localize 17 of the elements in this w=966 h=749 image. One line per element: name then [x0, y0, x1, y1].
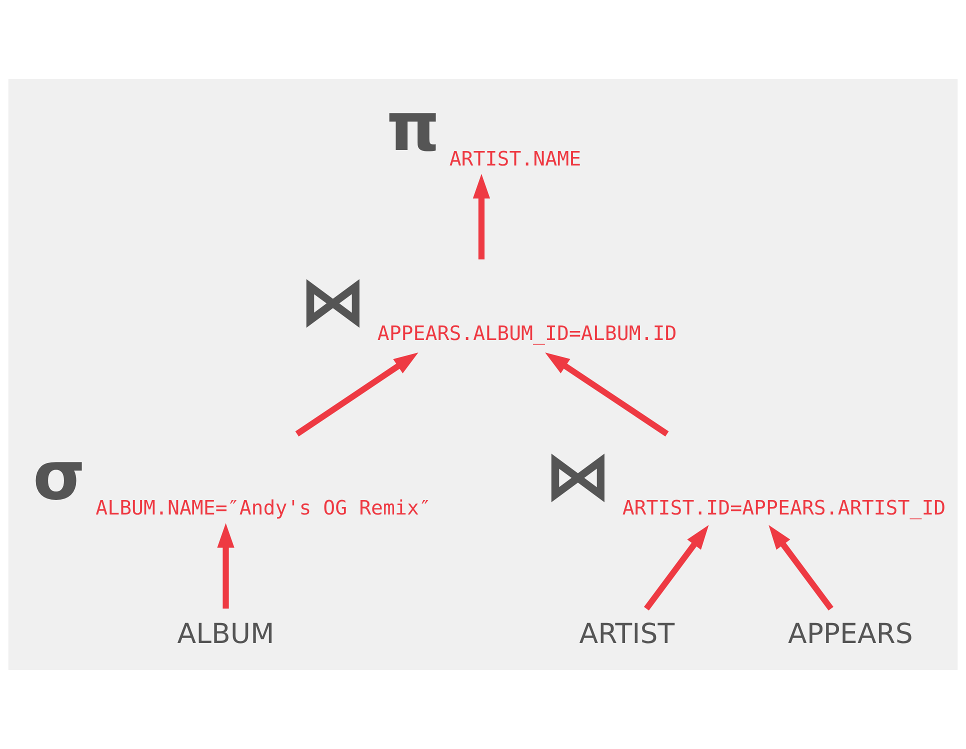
- node-text: σ: [32, 436, 86, 515]
- arrow: [768, 524, 834, 610]
- node-label: ARTIST.ID=APPEARS.ARTIST_ID: [622, 496, 946, 520]
- arrow: [472, 174, 490, 260]
- node-label: ALBUM.NAME=″Andy's OG Remix″: [96, 496, 431, 520]
- node-text: ARTIST: [579, 618, 675, 650]
- node-text: ALBUM: [177, 618, 274, 650]
- arrow: [217, 523, 234, 609]
- node-label: ARTIST.NAME: [449, 147, 582, 170]
- arrow: [545, 352, 669, 436]
- arrow: [295, 352, 418, 436]
- node-label: APPEARS.ALBUM_ID=ALBUM.ID: [377, 322, 677, 345]
- node-text: ⋈: [299, 261, 367, 340]
- node-text: ⋈: [544, 436, 612, 515]
- node-text: APPEARS: [788, 618, 913, 650]
- node-text: π: [386, 86, 440, 166]
- arrow: [644, 524, 709, 610]
